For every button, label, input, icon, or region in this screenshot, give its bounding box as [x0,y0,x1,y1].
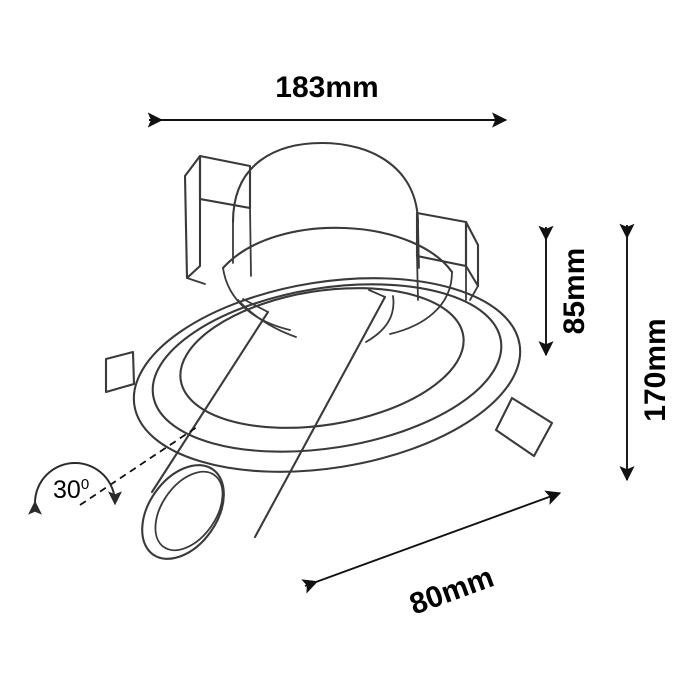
angle-reference-dashed-line [79,426,198,506]
reflector-aperture [179,287,465,429]
dimension-label-170mm: 170mm [639,318,672,421]
adjustable-tube [141,289,387,560]
dimension-label-85mm: 85mm [558,248,591,335]
angle-value: 30 [53,476,81,504]
dimension-height-outer: 170mm [619,223,672,482]
degree-symbol: 0 [81,476,89,493]
dimension-height-inner: 85mm [538,225,591,357]
reflector-interior-arcs [237,295,395,343]
double-arrow-diagonal-icon [301,490,562,594]
dimension-label-183mm: 183mm [275,71,378,104]
trim-tab-left [104,350,136,394]
annotation-tilt-angle: 300 [27,426,198,515]
trim-ring [132,277,522,473]
arc-double-arrow-icon [27,462,122,515]
dimension-depth-diagonal: 80mm [301,490,562,622]
luminaire-drawing [104,141,554,560]
dome-housing [231,141,420,269]
spring-clip-left [183,154,252,285]
dimension-width-top: 183mm [147,71,508,128]
angle-label-30deg: 300 [53,476,89,504]
dimension-label-80mm: 80mm [405,561,498,622]
trim-tab-right [494,396,554,458]
